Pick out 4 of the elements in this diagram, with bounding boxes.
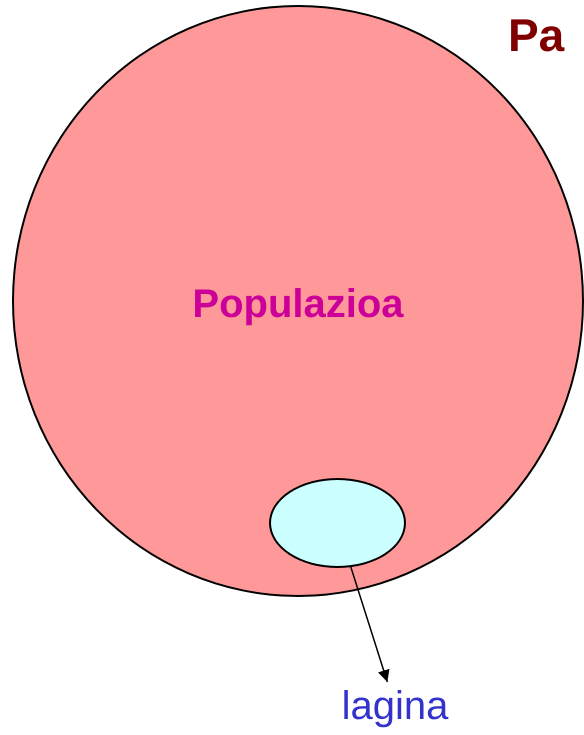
title: Pa [508,8,564,62]
population-label: Populazioa [191,282,405,327]
sample-label: lagina [325,682,465,730]
arrow [350,566,390,682]
